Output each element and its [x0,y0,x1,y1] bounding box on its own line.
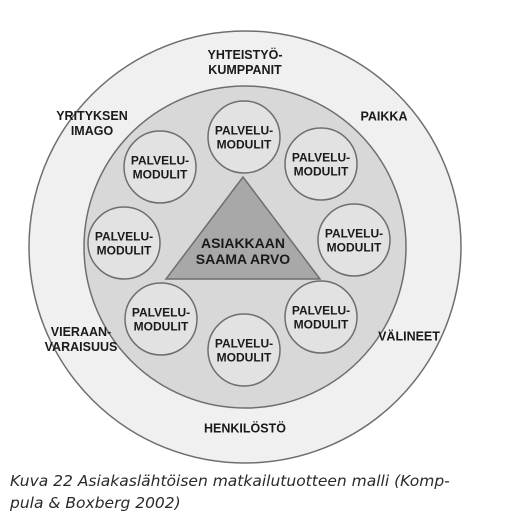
service-module-5: PALVELU-MODULIT [207,313,281,387]
service-module-label: PALVELU-MODULIT [215,336,273,364]
service-module-8: PALVELU-MODULIT [123,130,197,204]
caption-line-1: Kuva 22 Asiakaslähtöisen matkailutuottee… [10,472,450,490]
service-module-circle [124,282,198,356]
service-module-7: PALVELU-MODULIT [87,206,161,280]
service-module-label: PALVELU-MODULIT [292,303,350,331]
outer-label-henkilosto: HENKILÖSTÖ [204,421,286,436]
outer-labels: YHTEISTYÖ-KUMPPANIT PAIKKA VÄLINEET HENKILÖ… [45,47,441,436]
outer-label-vieraanvaraisuus: VIERAAN-VARAISUUS [45,325,118,354]
center-triangle [164,175,322,280]
service-module-circle [207,313,281,387]
service-module-circle [87,206,161,280]
service-module-circle [123,130,197,204]
service-modules: PALVELU-MODULIT PALVELU-MODULIT PALVELU-MO… [87,100,391,387]
service-module-circle [207,100,281,174]
service-module-label: PALVELU-MODULIT [325,226,383,254]
service-module-circle [284,127,358,201]
service-module-label: PALVELU-MODULIT [131,153,189,181]
caption-line-2: pula & Boxberg 2002) [10,494,181,512]
service-module-label: PALVELU-MODULIT [292,150,350,178]
service-module-circle [317,203,391,277]
figure-caption: Kuva 22 Asiakaslähtöisen matkailutuottee… [10,470,500,514]
outer-label-valineet: VÄLINEET [378,329,440,344]
service-module-1: PALVELU-MODULIT [207,100,281,174]
service-module-label: PALVELU-MODULIT [132,305,190,333]
outer-label-yhteistyokumppanit: YHTEISTYÖ-KUMPPANIT [207,47,282,77]
service-module-circle [284,280,358,354]
service-module-2: PALVELU-MODULIT [284,127,358,201]
service-module-label: PALVELU-MODULIT [95,229,153,257]
service-module-3: PALVELU-MODULIT [317,203,391,277]
service-module-label: PALVELU-MODULIT [215,123,273,151]
service-module-6: PALVELU-MODULIT [124,282,198,356]
service-module-4: PALVELU-MODULIT [284,280,358,354]
service-model-diagram: PALVELU-MODULIT PALVELU-MODULIT PALVELU-MO… [28,30,462,464]
outer-label-paikka: PAIKKA [361,110,408,124]
